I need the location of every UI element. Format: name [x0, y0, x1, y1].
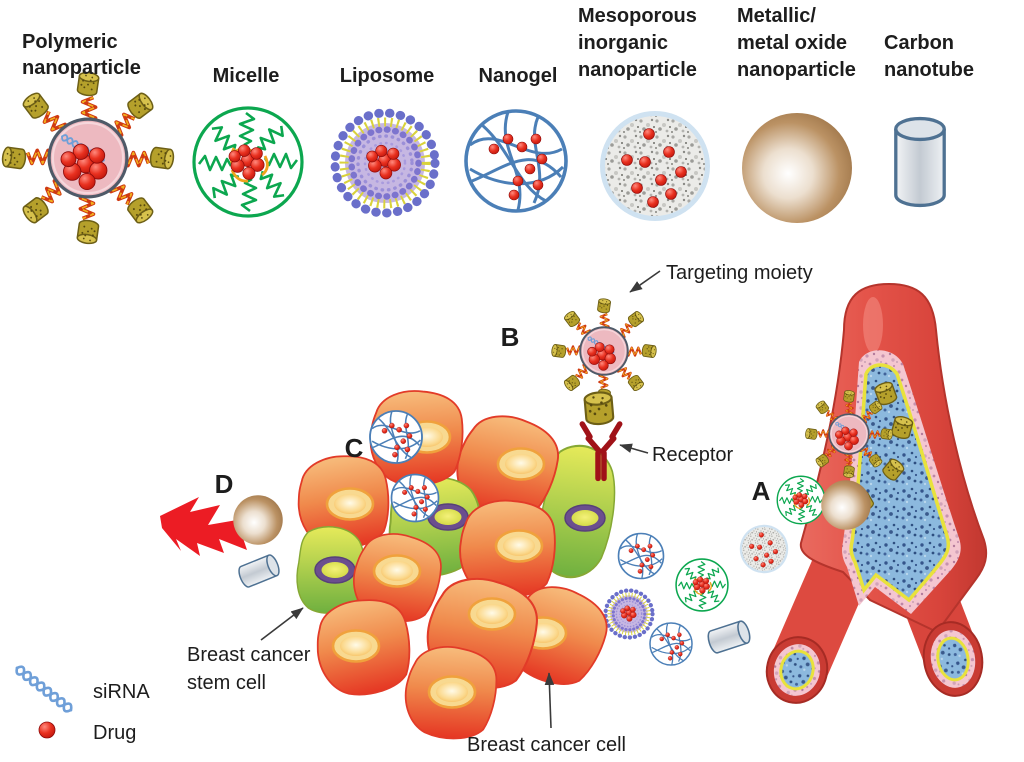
receptor-label: Receptor [652, 444, 733, 466]
metallic-nanoparticle-icon [821, 480, 871, 530]
metallic-nanoparticle-icon [233, 495, 283, 545]
nanogel-icon [649, 622, 693, 666]
nanoparticle-stream [606, 532, 753, 666]
cancer-cell-label: Breast cancer cell [467, 734, 626, 756]
legend: siRNA Drug [13, 663, 150, 744]
annotation-arrows [260, 270, 661, 729]
cancer-cell [402, 643, 500, 742]
drug-dot-icon [38, 721, 56, 739]
marker-a: A [752, 476, 771, 506]
label-nanogel: Nanogel [479, 65, 558, 87]
stem-cell-label-line2: stem cell [187, 672, 266, 694]
label-polymeric-line1: Polymeric [22, 31, 118, 53]
label-mesoporous-line3: nanoparticle [578, 59, 697, 81]
stem-cell-arrow [260, 607, 304, 641]
liposome-icon [335, 113, 435, 213]
carbon-nanotube-icon [894, 116, 946, 208]
polymeric-nanoparticle-icon [1, 71, 174, 244]
metallic-nanoparticle-icon [742, 113, 852, 223]
label-liposome: Liposome [340, 65, 434, 87]
label-mesoporous-line1: Mesoporous [578, 5, 697, 27]
marker-c: C [345, 433, 364, 463]
micelle-icon [676, 559, 728, 611]
label-polymeric-line2: nanoparticle [22, 57, 141, 79]
blood-vessel [765, 282, 988, 704]
micelle-icon [777, 476, 825, 524]
nanogel-icon [617, 532, 665, 580]
nanogel-icon [464, 109, 568, 213]
label-metallic-line2: metal oxide [737, 32, 847, 54]
targeting-moiety-label: Targeting moiety [666, 262, 813, 284]
mesoporous-nanoparticle-icon [739, 524, 789, 574]
vessel-highlight [863, 297, 883, 353]
marker-d: D [215, 469, 234, 499]
carbon-nanotube-icon [705, 618, 753, 656]
cancer-cell-arrow [544, 672, 555, 729]
stimulus-group-d [160, 495, 283, 590]
lightning-bolt-icon [160, 497, 247, 556]
carbon-nanotube-icon [235, 552, 283, 590]
marker-b: B [501, 322, 520, 352]
label-metallic-line3: nanoparticle [737, 59, 856, 81]
mesoporous-nanoparticle-icon [599, 110, 711, 222]
stem-cell-label-line1: Breast cancer [187, 644, 311, 666]
vessel-right-branch-cross-section [922, 621, 984, 697]
targeted-polymeric-nanoparticle-icon [551, 298, 657, 404]
targeting-moiety-arrow [629, 270, 661, 293]
liposome-icon [606, 591, 653, 638]
legend-sirna-label: siRNA [93, 681, 150, 703]
label-mesoporous-line2: inorganic [578, 32, 668, 54]
vessel-left-branch-cross-section [765, 636, 829, 704]
label-nanotube-line2: nanotube [884, 59, 974, 81]
label-micelle: Micelle [213, 65, 280, 87]
targeting-moiety-icon [583, 390, 615, 427]
label-nanotube-line1: Carbon [884, 32, 954, 54]
label-metallic-line1: Metallic/ [737, 5, 816, 27]
nanogel-icon [369, 410, 423, 464]
tumour-cell-cluster [290, 386, 621, 742]
nanogel-icon [390, 473, 440, 523]
micelle-icon [194, 108, 302, 216]
legend-drug-label: Drug [93, 722, 136, 744]
sirna-helix-icon [13, 663, 75, 715]
receptor-arrow [619, 443, 649, 454]
